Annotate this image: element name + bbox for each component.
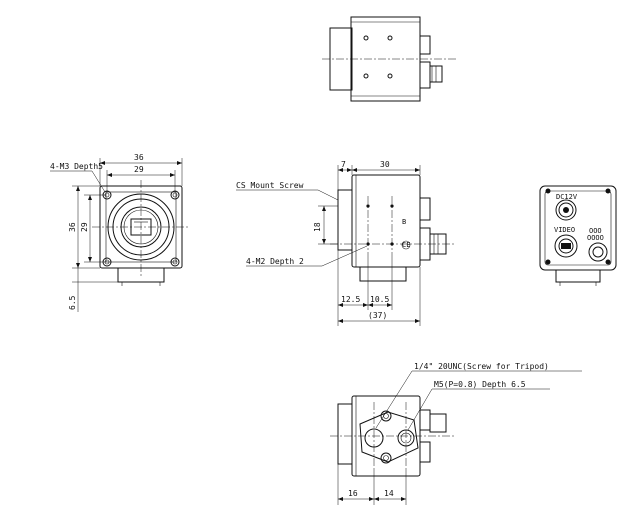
dim-side-height: 18 [313,222,322,232]
dim-side-b: 10.5 [370,295,389,304]
top-view [322,16,458,102]
dim-side-a: 12.5 [341,295,360,304]
label-aux-2: OOOO [587,234,604,242]
dim-front-inner-width: 29 [134,165,144,174]
bottom-view: 1/4" 20UNC(Screw for Tripod) M5(P=0.8) D… [330,362,582,505]
dim-front-inner-height: 29 [80,222,89,232]
label-power: DC12V [556,193,578,201]
label-front-holes: 4-M3 Depth5 [50,162,103,171]
marking-text: B [402,218,406,226]
rear-view: DC12V VIDEO OOO OOOO [539,185,617,286]
label-mount-screw: CS Mount Screw [236,181,304,190]
side-view: B CE 7 30 18 12.5 10.5 (37) CS Mount Scr… [236,160,456,326]
dim-bottom-b: 14 [384,489,394,498]
label-aux-1: OOO [589,227,602,235]
label-m5-hole: M5(P=0.8) Depth 6.5 [434,380,526,389]
ce-mark-icon: CE [402,241,410,249]
label-tripod-screw: 1/4" 20UNC(Screw for Tripod) [414,362,549,371]
label-side-holes: 4-M2 Depth 2 [246,257,304,266]
dim-side-total: (37) [368,311,387,320]
dim-front-height: 36 [68,222,77,232]
dim-side-lens: 7 [341,160,346,169]
dim-bottom-a: 16 [348,489,358,498]
dim-front-base: 6.5 [68,295,77,310]
label-video: VIDEO [554,226,575,234]
dim-front-width: 36 [134,153,144,162]
front-view: 36 29 36 29 6.5 4-M3 Depth5 [50,153,190,312]
dim-side-body: 30 [380,160,390,169]
